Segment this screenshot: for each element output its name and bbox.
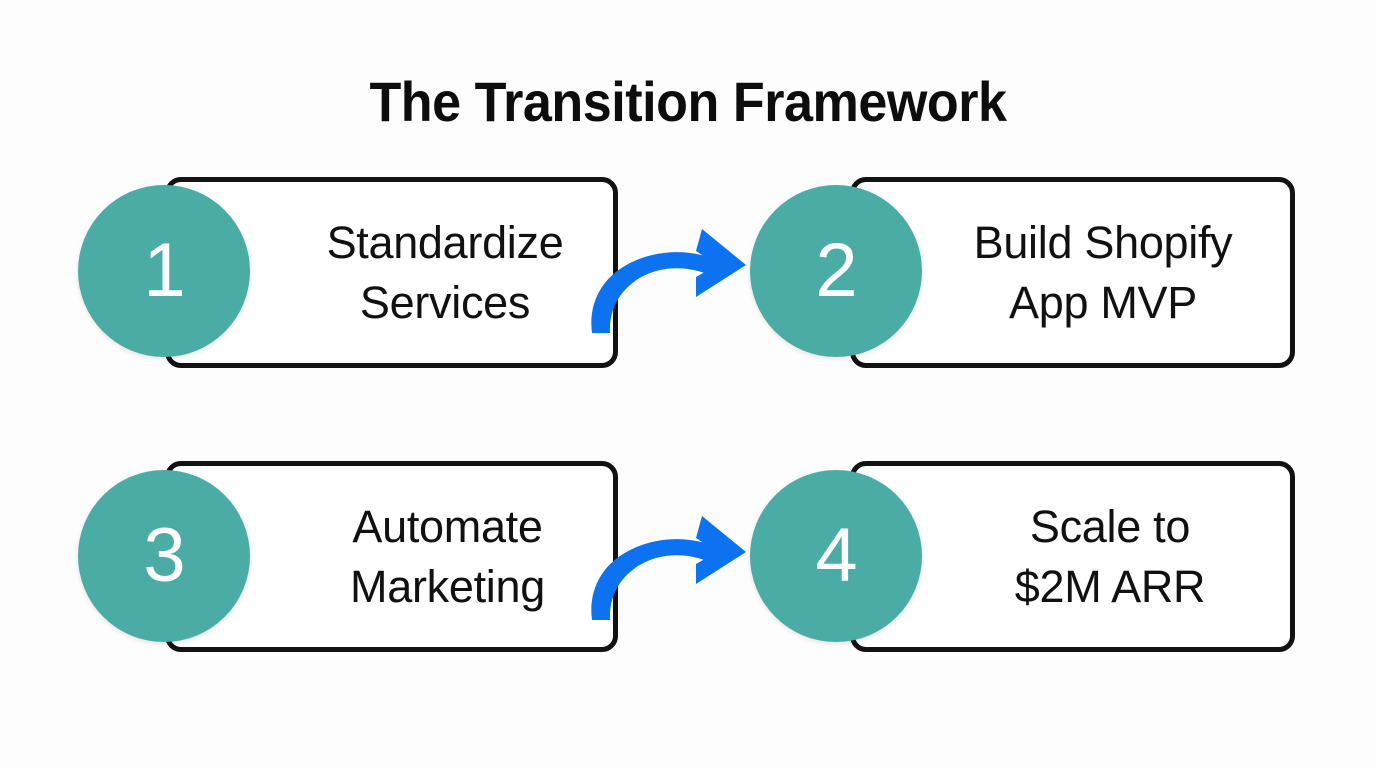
step-card-2-line2: App MVP	[1009, 276, 1197, 328]
step-card-3-label: Automate Marketing	[290, 461, 605, 652]
step-badge-1-number: 1	[143, 228, 185, 313]
page-title: The Transition Framework	[369, 70, 1007, 133]
step-card-1-line2: Services	[359, 276, 531, 328]
step-card-2[interactable]: Build Shopify App MVP	[850, 177, 1295, 368]
step-badge-1[interactable]: 1	[78, 185, 250, 357]
step-badge-4[interactable]: 4	[750, 470, 922, 642]
connector-arrow-1-2	[586, 225, 750, 335]
step-card-2-frame	[850, 177, 1295, 368]
step-badge-2-number: 2	[815, 228, 857, 313]
step-card-2-label: Build Shopify App MVP	[928, 177, 1278, 368]
step-badge-3-number: 3	[143, 513, 185, 598]
step-card-1-label: Standardize Services	[285, 177, 605, 368]
step-card-1-line1: Standardize	[326, 216, 564, 268]
step-card-2-line1: Build Shopify	[973, 216, 1233, 268]
step-card-4-line1: Scale to	[1029, 500, 1191, 552]
step-card-4-line2: $2M ARR	[1014, 560, 1206, 612]
step-card-3-line2: Marketing	[350, 560, 545, 612]
step-card-4-label: Scale to $2M ARR	[950, 461, 1270, 652]
connector-arrow-3-4	[586, 512, 750, 622]
step-badge-3[interactable]: 3	[78, 470, 250, 642]
step-card-4[interactable]: Scale to $2M ARR	[850, 461, 1295, 652]
step-card-4-frame	[850, 461, 1295, 652]
step-badge-2[interactable]: 2	[750, 185, 922, 357]
step-card-3-line1: Automate	[352, 500, 543, 552]
step-badge-4-number: 4	[815, 513, 857, 598]
